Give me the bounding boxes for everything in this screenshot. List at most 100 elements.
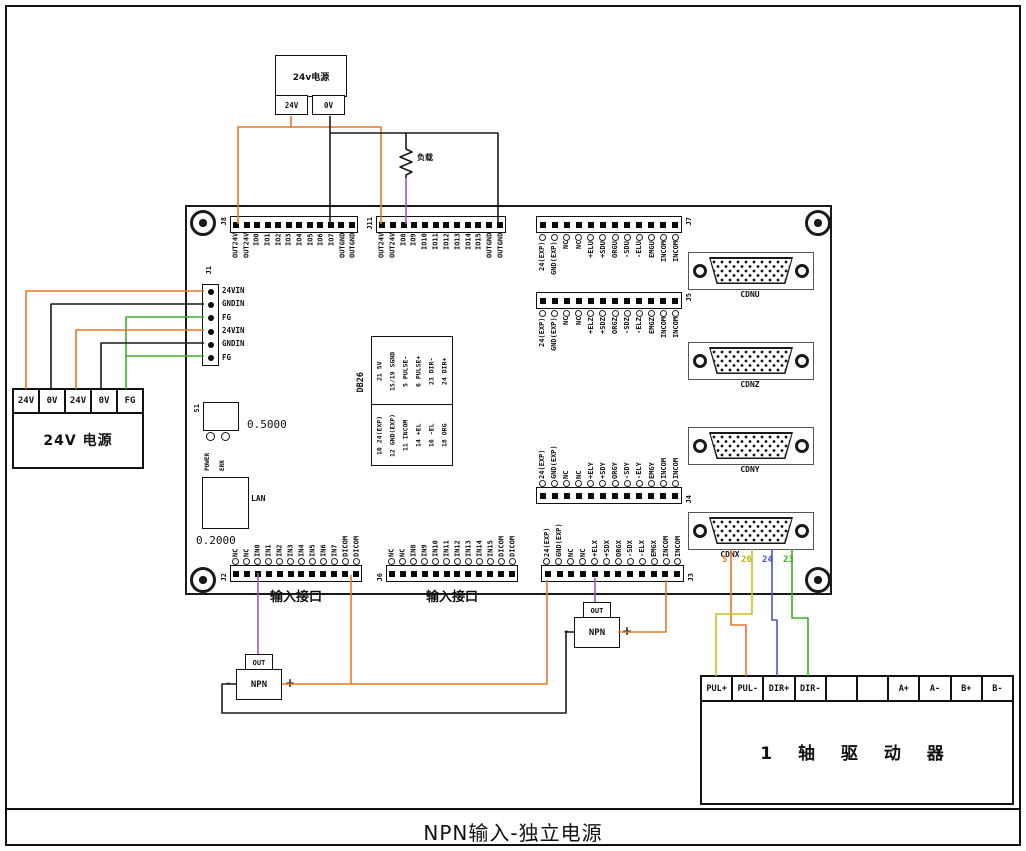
pin-socket xyxy=(562,233,570,241)
wire-number-dir-plus: 24 xyxy=(762,555,773,565)
pin-socket xyxy=(650,557,658,565)
top-supply-label: 24v电源 xyxy=(292,72,330,83)
pin-contact xyxy=(243,221,250,228)
pin-contact xyxy=(600,221,606,228)
pin-socket xyxy=(432,557,439,565)
pin-socket xyxy=(599,479,607,487)
pin-socket xyxy=(575,479,583,487)
pin-contact xyxy=(624,297,630,304)
pin-contact xyxy=(612,492,618,499)
pin-socket xyxy=(672,309,680,317)
wire-pul-minus xyxy=(730,549,747,676)
pin-contact xyxy=(600,297,606,304)
dsub-shell xyxy=(709,257,793,284)
pin-contact xyxy=(298,570,305,577)
pin-socket xyxy=(287,557,294,565)
terminal: FG xyxy=(124,396,136,406)
axis-driver-box: PUL+PUL-DIR+DIR-A+A-B+B- 1 轴 驱 动 器 xyxy=(700,675,1014,805)
terminal: B+ xyxy=(952,677,983,700)
lan-port xyxy=(202,477,249,529)
connector-j3-pins xyxy=(541,565,684,582)
pin-contact xyxy=(650,570,657,577)
mount-hole xyxy=(795,439,809,453)
pin-socket xyxy=(623,309,631,317)
dsub-shell xyxy=(709,432,793,459)
terminal: 0V xyxy=(312,95,345,115)
pin-contact xyxy=(233,570,240,577)
pin-contact xyxy=(432,221,439,228)
mount-hole xyxy=(693,354,707,368)
pin-contact xyxy=(254,221,261,228)
pin-contact xyxy=(486,570,493,577)
pin-socket xyxy=(638,557,646,565)
pin-contact xyxy=(352,570,359,577)
pin-contact xyxy=(309,570,316,577)
dsub-pins xyxy=(710,258,792,283)
pin-socket xyxy=(611,309,619,317)
npn1-plus: + xyxy=(285,676,296,690)
pin-contact xyxy=(432,570,439,577)
pin-socket xyxy=(611,233,619,241)
pin-contact xyxy=(552,297,558,304)
connector-j5-pins xyxy=(536,292,682,309)
pin-socket xyxy=(587,233,595,241)
pin-contact xyxy=(600,492,606,499)
wire-dir-minus xyxy=(791,549,809,676)
pin-socket xyxy=(635,233,643,241)
j6-input-caption: 输入接口 xyxy=(425,590,478,605)
pin-contact xyxy=(275,221,282,228)
pin-contact xyxy=(588,221,594,228)
dsub-pins xyxy=(710,348,792,373)
terminal: DIR+ xyxy=(764,677,796,700)
pin-socket xyxy=(611,479,619,487)
pin-contact xyxy=(660,221,666,228)
terminal: PUL+ xyxy=(702,677,734,700)
connector-j4-sockets xyxy=(536,479,682,487)
load-label: 负载 xyxy=(417,153,433,162)
pin-contact xyxy=(454,570,461,577)
pin-socket xyxy=(550,479,558,487)
dsub-pins xyxy=(710,433,792,458)
mount-hole xyxy=(693,439,707,453)
pin-socket xyxy=(602,557,610,565)
pin-socket xyxy=(487,557,494,565)
pin-contact xyxy=(556,570,563,577)
pin-contact xyxy=(662,570,669,577)
pin-socket xyxy=(265,557,272,565)
pin-socket xyxy=(331,557,338,565)
pin-socket xyxy=(614,557,622,565)
pin-contact xyxy=(443,221,450,228)
pin-contact xyxy=(400,570,407,577)
pin-socket xyxy=(599,233,607,241)
connector-j7-sockets xyxy=(536,233,682,241)
pin-socket xyxy=(465,557,472,565)
pin-contact xyxy=(453,221,460,228)
outer-frame xyxy=(5,5,1021,846)
pin-contact xyxy=(564,221,570,228)
pin-socket xyxy=(674,557,682,565)
cdnu-label: CDNU xyxy=(740,290,760,299)
pin-contact xyxy=(580,570,587,577)
pin-contact xyxy=(411,570,418,577)
pin-label: FG xyxy=(222,352,232,362)
pin-contact xyxy=(636,297,642,304)
page-title: NPN输入-独立电源 xyxy=(423,821,603,845)
pin-socket xyxy=(567,557,575,565)
pin-socket xyxy=(543,557,551,565)
pin-contact xyxy=(568,570,575,577)
terminal: A- xyxy=(920,677,952,700)
connector-j4-pins xyxy=(536,487,682,504)
pin-socket xyxy=(635,479,643,487)
j2-input-caption: 输入接口 xyxy=(269,590,322,605)
pin-contact xyxy=(476,570,483,577)
s1-switch xyxy=(203,402,239,431)
pin-contact xyxy=(306,221,313,228)
pin-socket xyxy=(555,557,563,565)
